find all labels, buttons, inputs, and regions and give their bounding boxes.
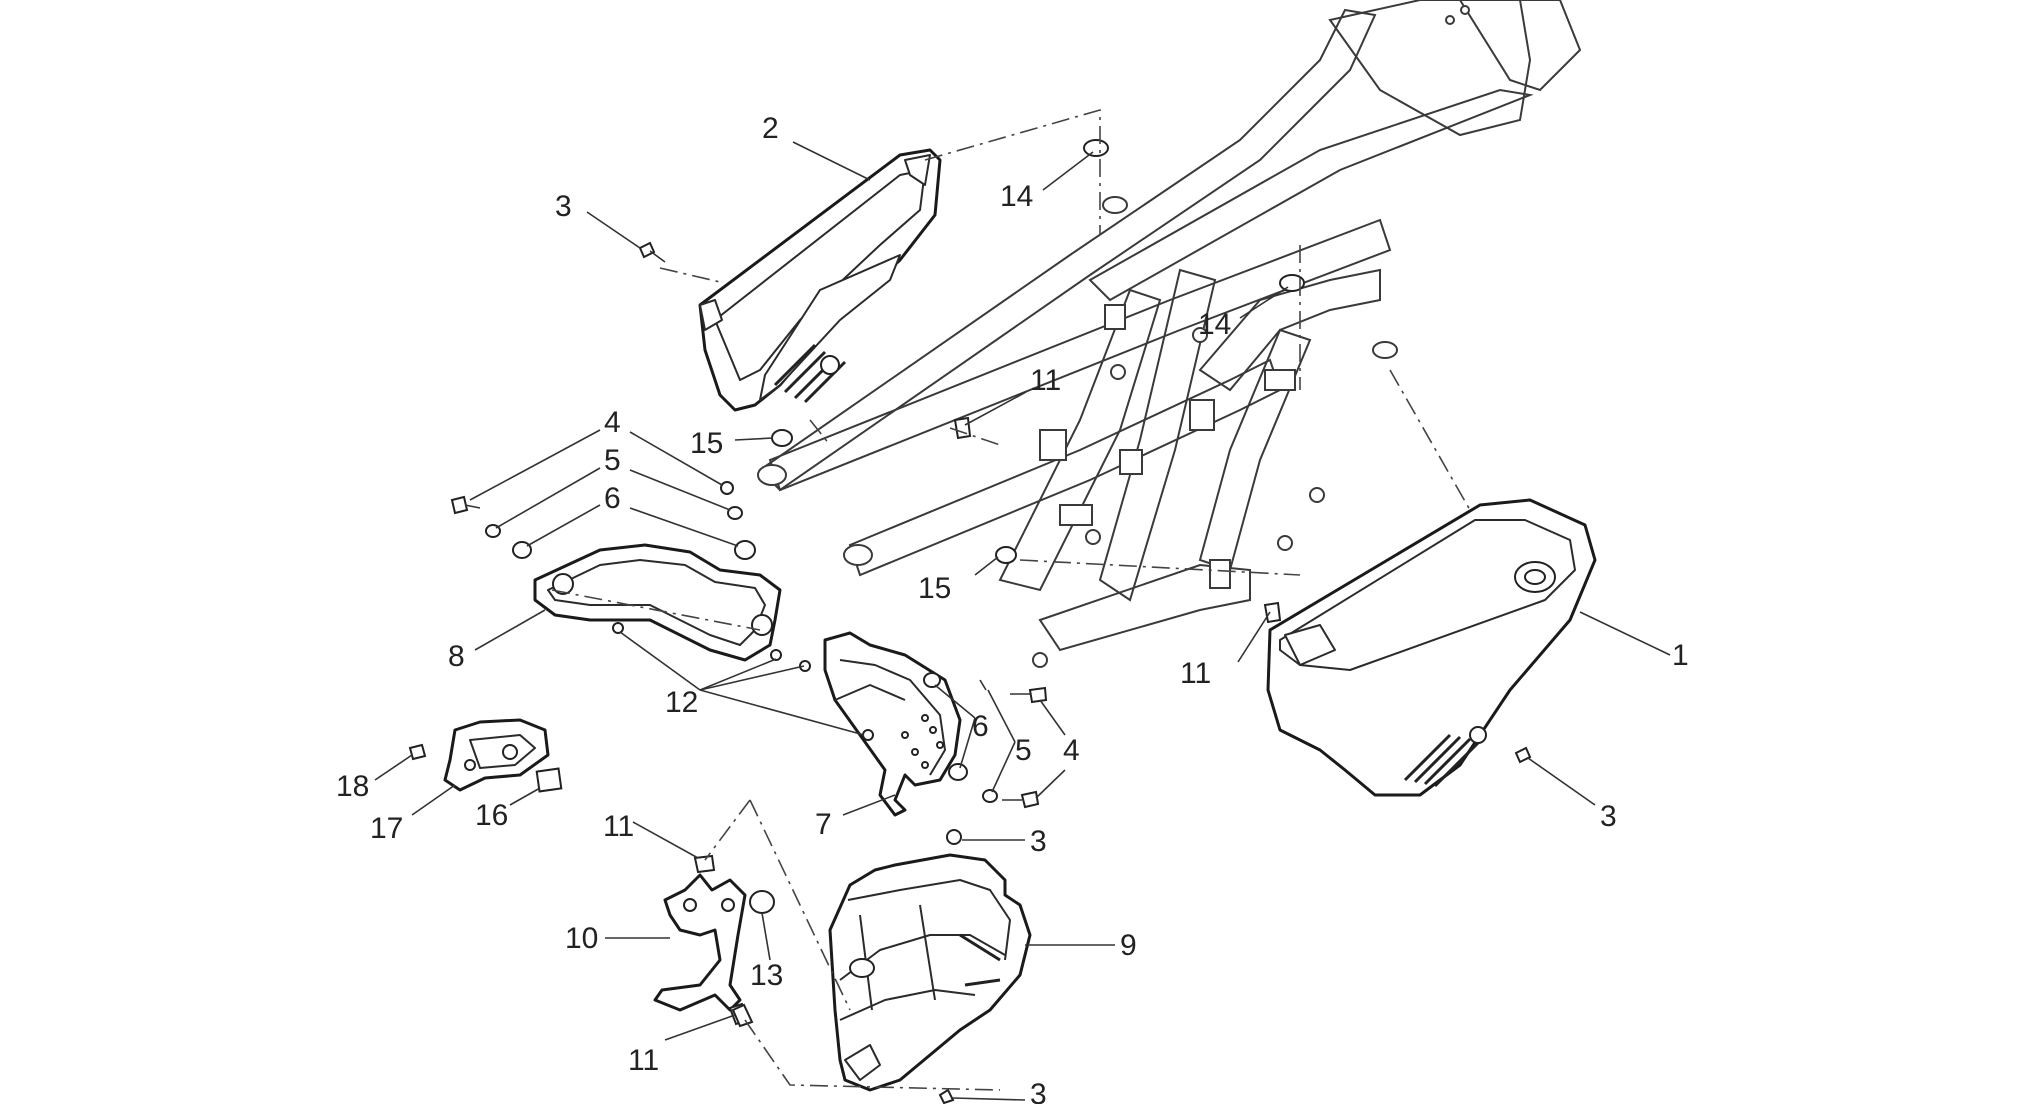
- callout-2: 2: [762, 112, 779, 145]
- callout-18: 18: [336, 770, 369, 803]
- part-10-bracket: [653, 873, 747, 1012]
- callout-6: 6: [604, 482, 621, 515]
- callout-15: 15: [918, 572, 951, 605]
- motorcycle-frame: [757, 0, 1582, 668]
- callout-12: 12: [665, 686, 698, 719]
- part-16-pad: [535, 767, 563, 793]
- callout-7: 7: [815, 808, 832, 841]
- callout-11: 11: [1030, 364, 1061, 397]
- part-8-left-bracket: [533, 543, 782, 662]
- callout-labels: 1 2 3 3 3 3 4 4 5 5 6 6 7 8 9 10 11 11 1…: [336, 112, 1689, 1109]
- part-13-plug: [749, 890, 775, 914]
- part-9-engine-cover: [828, 853, 1032, 1092]
- callout-3: 3: [1030, 825, 1047, 858]
- callout-16: 16: [475, 799, 508, 832]
- callout-5: 5: [1015, 734, 1032, 767]
- part-7-center-bracket: [823, 631, 962, 817]
- callout-11: 11: [628, 1044, 659, 1077]
- callout-1: 1: [1672, 639, 1689, 672]
- callout-4: 4: [604, 406, 621, 439]
- part-17-small-bracket: [443, 718, 550, 792]
- callout-17: 17: [370, 812, 403, 845]
- leader-lines: [374, 141, 1671, 1101]
- callout-14: 14: [1198, 308, 1231, 341]
- callout-5: 5: [604, 444, 621, 477]
- callout-13: 13: [750, 959, 783, 992]
- part-1-right-side-panel: [1266, 498, 1597, 797]
- callout-3: 3: [1030, 1078, 1047, 1104]
- callout-14: 14: [1000, 180, 1033, 213]
- callout-3: 3: [555, 190, 572, 223]
- callout-11: 11: [603, 810, 634, 843]
- callout-11: 11: [1180, 657, 1211, 690]
- callout-10: 10: [565, 922, 598, 955]
- part-2-left-side-panel: [698, 148, 942, 412]
- callout-15: 15: [690, 427, 723, 460]
- callout-4: 4: [1063, 734, 1080, 767]
- callout-8: 8: [448, 640, 465, 673]
- callout-6: 6: [972, 710, 989, 743]
- callout-9: 9: [1120, 929, 1137, 962]
- callout-3: 3: [1600, 800, 1617, 833]
- assembly-lines: [551, 108, 1471, 1091]
